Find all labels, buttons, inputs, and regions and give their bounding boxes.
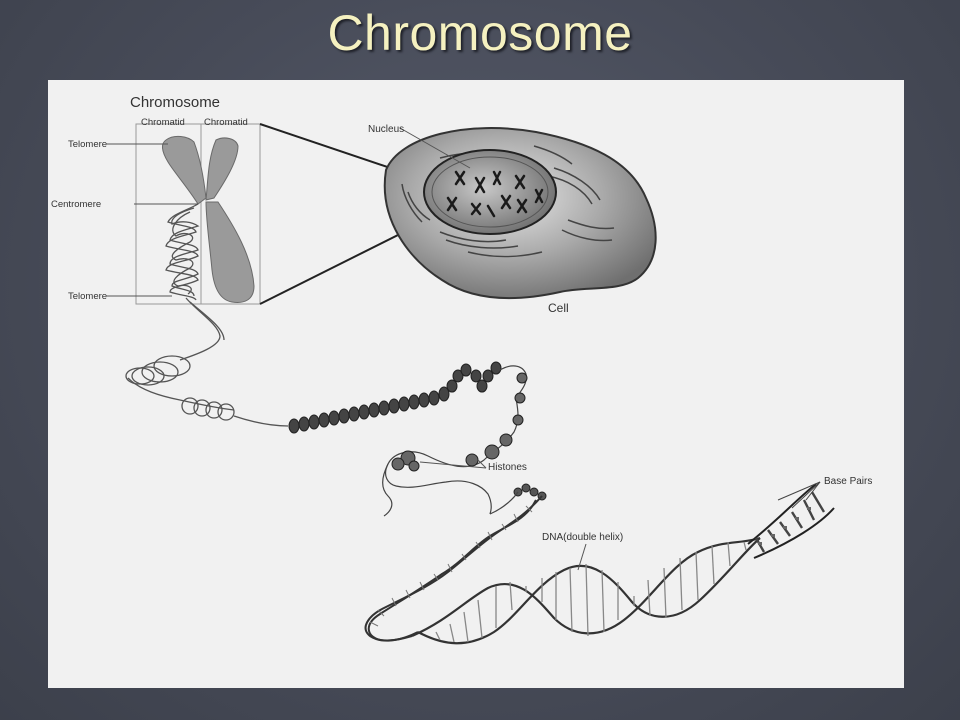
nucleus-chromosomes	[446, 170, 544, 218]
nucleus-leader	[399, 127, 471, 169]
chromatid-left-upper	[161, 135, 207, 205]
chromosome-panel: Chromosome Chromatid Chromatid Telomere …	[51, 94, 261, 305]
chromatid-right-upper	[205, 137, 239, 201]
endoplasmic-reticulum	[401, 145, 615, 258]
cell-illustration: Nucleus Cell	[368, 124, 657, 315]
chromosome-box	[135, 123, 261, 305]
helix-rungs-left	[369, 505, 533, 627]
histones-label: Histones	[488, 462, 527, 473]
ladder-rail-bottom	[753, 507, 835, 559]
ladder-rail-top	[747, 483, 817, 545]
solenoid-fiber	[288, 361, 502, 434]
nucleosomes	[391, 372, 528, 472]
dna-leader	[577, 543, 587, 571]
chromosome-diagram: Chromosome Chromatid Chromatid Telomere …	[48, 80, 904, 688]
base-pairs-leader-c	[805, 481, 821, 501]
helix-strand-c	[411, 536, 761, 638]
helix-rungs-right	[435, 541, 747, 643]
helix-strand-b	[367, 499, 537, 642]
centromere-label: Centromere	[51, 199, 101, 210]
cell-label: Cell	[548, 301, 569, 315]
telomere-bottom-label: Telomere	[68, 291, 107, 302]
dna-double-helix: Base Pairs DNA(double helix)	[364, 476, 872, 645]
chromatid-right-lower	[205, 201, 255, 303]
helix-start-beads	[513, 483, 547, 501]
diagram-svg: Chromosome Chromatid Chromatid Telomere …	[51, 94, 872, 645]
nuclear-envelope-inner	[431, 156, 549, 228]
base-pairs-leader-a	[777, 481, 821, 501]
base-pairs-leader-b	[791, 481, 821, 509]
chromatid-left-label: Chromatid	[141, 117, 185, 128]
base-pair-rungs	[754, 491, 826, 553]
chromatid-right-label: Chromatid	[204, 117, 248, 128]
coiled-chromatin	[165, 203, 200, 301]
nucleus	[423, 149, 557, 235]
histones-leader-b	[419, 461, 487, 469]
histones-leader-a	[477, 459, 487, 469]
slide-title: Chromosome	[327, 5, 633, 61]
dna-label: DNA(double helix)	[542, 532, 623, 543]
chromatin-fiber	[125, 297, 289, 427]
telomere-top-label: Telomere	[68, 139, 107, 150]
base-pairs-label: Base Pairs	[824, 476, 872, 487]
nucleus-label: Nucleus	[368, 124, 404, 135]
base-pair-marks	[758, 507, 811, 545]
nucleosome-string	[382, 365, 527, 517]
chromosome-heading: Chromosome	[130, 94, 220, 111]
